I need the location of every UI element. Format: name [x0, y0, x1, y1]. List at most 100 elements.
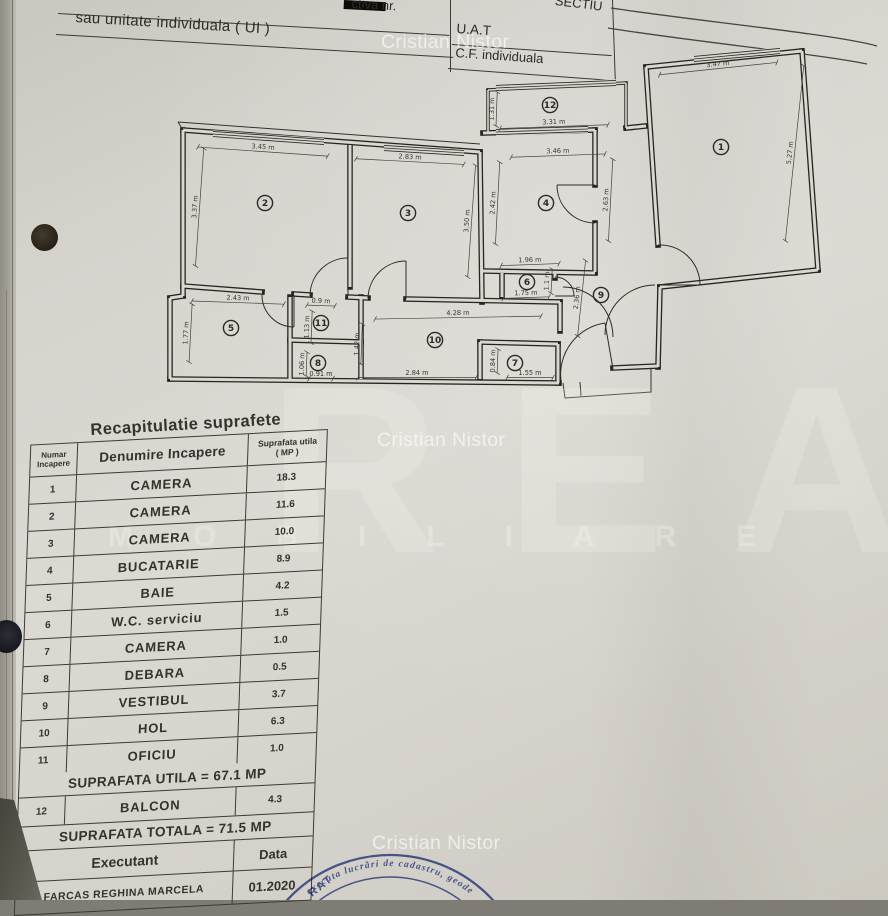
svg-text:1.42 m: 1.42 m: [353, 332, 362, 355]
room-number-marker: 10: [426, 331, 444, 349]
svg-text:1.13 m: 1.13 m: [303, 315, 312, 338]
dimension-label: 2.42 m: [488, 160, 503, 247]
svg-text:5: 5: [228, 324, 234, 334]
plan-thin-lines: [177, 121, 652, 399]
stamp-outer-ring: [285, 853, 495, 900]
room-number-cell: 11: [37, 754, 49, 767]
svg-text:3.31 m: 3.31 m: [542, 118, 565, 127]
stamp-inner-ring: [318, 876, 462, 900]
dimension-label: 4.28 m: [373, 309, 543, 323]
svg-text:2.84 m: 2.84 m: [405, 369, 428, 377]
plan-windows: [212, 47, 781, 157]
dimension-label: 1.1 m: [543, 267, 556, 296]
page-edge-line: [12, 0, 13, 828]
room-number-marker: 7: [506, 354, 524, 372]
dimension-label: 1.75 m: [501, 289, 551, 302]
dimension-label: 3.31 m: [498, 118, 610, 132]
room-number-cell: 1: [49, 483, 56, 496]
dimension-label: 1.96 m: [499, 256, 561, 269]
watermark-name-middle: Cristian Nistor: [377, 429, 506, 451]
svg-text:1.1 m: 1.1 m: [543, 271, 552, 290]
svg-text:1.75 m: 1.75 m: [514, 289, 537, 298]
svg-text:1.55 m: 1.55 m: [518, 369, 541, 377]
dimension-label: 2.63 m: [601, 157, 616, 244]
svg-text:8: 8: [315, 359, 321, 369]
dimension-label: 3.50 m: [462, 163, 479, 280]
room-number-marker: 8: [309, 354, 327, 372]
dimension-label: 2.43 m: [190, 294, 286, 308]
room-number-marker: 2: [256, 194, 274, 212]
svg-text:2.63 m: 2.63 m: [601, 188, 610, 212]
dimension-label: 3.45 m: [195, 142, 330, 160]
dimension-label: 0.9 m: [305, 297, 337, 310]
room-area-cell: 0.5: [239, 651, 320, 682]
dimension-label: 3.46 m: [509, 147, 607, 161]
dimension-label: 1.06 m: [298, 350, 310, 378]
page-edge-line: [6, 290, 7, 900]
svg-text:2.42 m: 2.42 m: [488, 191, 497, 215]
room-number-cell: 4: [46, 565, 53, 577]
room-number-marker: 6: [518, 273, 536, 291]
col-header-area: Suprafata utila( MP ): [246, 430, 327, 466]
svg-text:1.31 m: 1.31 m: [488, 97, 497, 120]
svg-text:1.96 m: 1.96 m: [518, 256, 541, 265]
dimension-label: 1.55 m: [505, 369, 555, 381]
room-area-cell: 11.6: [244, 489, 325, 520]
room-area-cell: 1.0: [240, 624, 321, 655]
svg-text:4: 4: [543, 199, 549, 209]
header-cell-top-fragment: ctiva nr.: [351, 0, 397, 14]
room-number-cell: 10: [38, 727, 50, 740]
page-left-edge: [0, 0, 16, 900]
dimension-label: 3.37 m: [190, 146, 207, 269]
svg-text:9: 9: [598, 291, 604, 301]
room-number-marker: 11: [312, 314, 330, 332]
svg-text:1: 1: [718, 143, 724, 153]
room-number-marker: 5: [222, 319, 240, 337]
room-number-marker: 12: [541, 96, 559, 114]
room-number-cell: 6: [44, 619, 51, 631]
dimension-label: 5.27 m: [782, 63, 807, 243]
svg-text:3.47 m: 3.47 m: [706, 59, 730, 69]
svg-text:12: 12: [544, 101, 557, 111]
room-number-marker: 3: [399, 204, 417, 222]
room-area-cell: 8.9: [243, 543, 323, 574]
svg-text:2: 2: [262, 199, 268, 209]
room-area-cell: 4.3: [234, 783, 315, 816]
room-number-cell: 3: [47, 538, 54, 550]
dimension-label: 3.47 m: [658, 59, 779, 78]
room-number-cell: 9: [42, 700, 49, 712]
dimension-label: 1.77 m: [181, 302, 196, 365]
floor-plan-drawing: 3.45 m 3.37 m 2.83 m 3.50 m 3.31 m 1.31 m 3.46…: [166, 47, 822, 399]
dimension-label: 1.31 m: [488, 90, 501, 128]
room-number-marker: 1: [712, 138, 730, 156]
room-number-cell: 2: [48, 510, 55, 523]
svg-text:1.77 m: 1.77 m: [181, 321, 190, 345]
dimension-label: 1.13 m: [303, 309, 316, 345]
surveyor-stamp: executa lucrări de cadastru, geode RAT: [285, 853, 495, 900]
svg-text:3.45 m: 3.45 m: [251, 142, 275, 152]
plan-dimension-labels: 3.45 m 3.37 m 2.83 m 3.50 m 3.31 m 1.31 m 3.46…: [181, 59, 807, 382]
room-area-cell: 4.2: [242, 570, 322, 601]
dimension-label: 0.91 m: [307, 370, 335, 382]
room-area-cell: 18.3: [245, 462, 326, 493]
room-number-cell: 12: [35, 805, 48, 818]
svg-text:3: 3: [405, 209, 411, 219]
svg-text:7: 7: [512, 359, 518, 369]
dimension-label: 2.84 m: [356, 369, 478, 381]
svg-text:3.46 m: 3.46 m: [546, 147, 569, 156]
svg-text:10: 10: [429, 336, 442, 346]
svg-text:5.27 m: 5.27 m: [785, 141, 795, 165]
svg-text:1.06 m: 1.06 m: [298, 352, 307, 375]
room-area-cell: 6.3: [237, 705, 318, 737]
room-number-cell: 7: [44, 646, 50, 658]
room-area-cell: 10.0: [244, 516, 324, 547]
hole-punch-icon: [0, 620, 22, 653]
room-number-cell: 8: [43, 673, 50, 685]
dimension-label: 2.83 m: [353, 152, 466, 168]
room-area-cell: 1.5: [241, 597, 322, 628]
svg-text:3.50 m: 3.50 m: [462, 209, 472, 233]
